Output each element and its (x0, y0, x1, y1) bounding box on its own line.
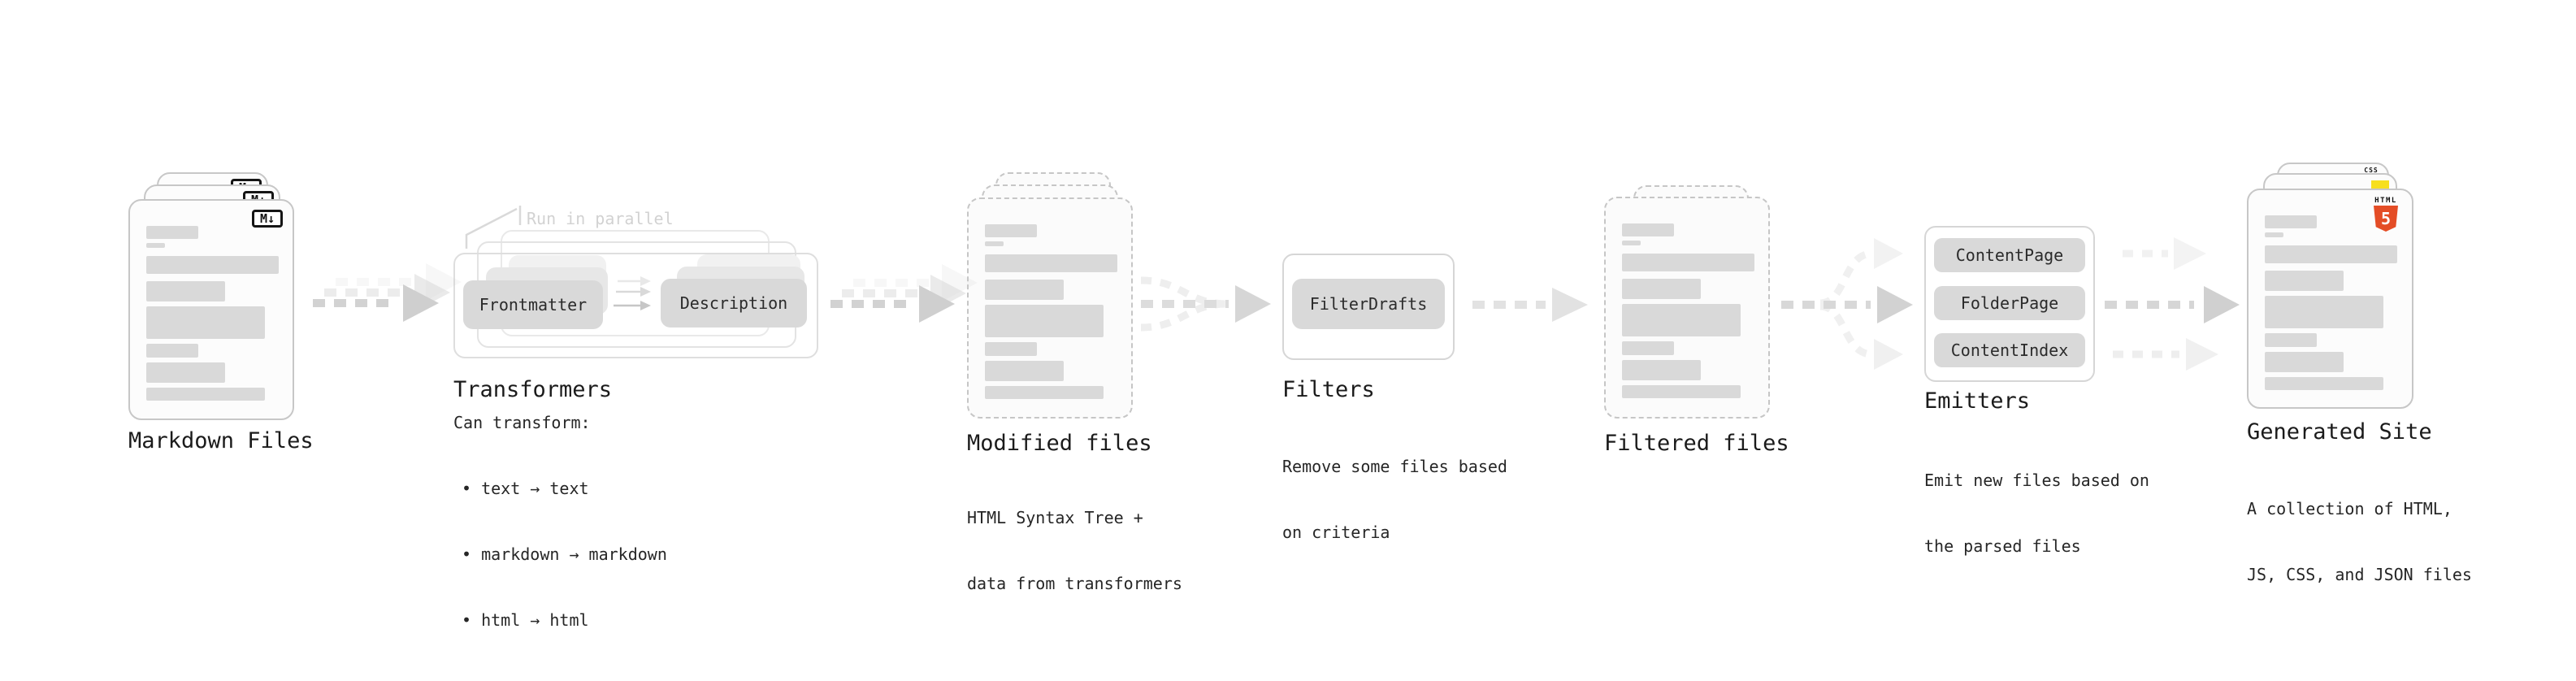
text-placeholder-bar (2265, 333, 2317, 347)
text-placeholder-bar (2265, 352, 2344, 372)
transformers-note: • text → text (462, 479, 589, 498)
text-placeholder-bar (2265, 245, 2397, 263)
transformers-note: • html → html (462, 610, 589, 630)
text-placeholder-bar (146, 243, 165, 248)
css-icon-label: CSS (2364, 167, 2379, 174)
html5-shield: 5 (2374, 206, 2398, 232)
text-placeholder-bar (146, 256, 279, 274)
emitter-contentpage-box: ContentPage (1934, 238, 2085, 272)
document-text-placeholder (1606, 198, 1768, 417)
html5-number: 5 (2380, 209, 2392, 228)
subtitle-line: HTML Syntax Tree + (967, 508, 1143, 527)
filter-filterdrafts-box: FilterDrafts (1292, 279, 1445, 329)
subtitle-line: A collection of HTML, (2247, 499, 2452, 518)
markdown-files-title: Markdown Files (128, 428, 314, 453)
text-placeholder-bar (1622, 385, 1741, 398)
text-placeholder-bar (1622, 241, 1641, 245)
modified-files-title: Modified files (967, 431, 1152, 456)
flow-arrow-modified-to-filters (1140, 276, 1271, 332)
text-placeholder-bar (2265, 215, 2317, 228)
document-text-placeholder (2249, 190, 2412, 407)
text-placeholder-bar (1622, 223, 1674, 236)
text-placeholder-bar (985, 254, 1117, 272)
flow-arrow-filtered-to-emitters (1781, 238, 1913, 370)
markdown-icon: M↓ (252, 210, 283, 228)
transformer-frontmatter-box: Frontmatter (463, 280, 603, 329)
text-placeholder-bar (146, 362, 225, 383)
text-placeholder-bar (146, 344, 198, 358)
emitters-subtitle: Emit new files based on the parsed files (1924, 426, 2149, 601)
filtered-files-title: Filtered files (1604, 431, 1789, 456)
generated-site-title: Generated Site (2247, 419, 2432, 445)
subtitle-line: Remove some files based (1282, 457, 1507, 476)
text-placeholder-bar (146, 281, 225, 301)
text-placeholder-bar (985, 224, 1037, 237)
generated-html-file-card: HTML 5 (2247, 189, 2413, 409)
text-placeholder-bar (1622, 279, 1701, 299)
text-placeholder-bar (985, 361, 1064, 381)
text-placeholder-bar (1622, 341, 1674, 355)
document-text-placeholder (969, 199, 1131, 417)
subtitle-line: the parsed files (1924, 536, 2081, 556)
text-placeholder-bar (985, 342, 1037, 356)
text-placeholder-bar (1622, 360, 1701, 380)
transformer-description-box: Description (661, 279, 807, 327)
text-placeholder-bar (985, 241, 1004, 246)
subtitle-line: Emit new files based on (1924, 471, 2149, 490)
emitter-folderpage-box: FolderPage (1934, 286, 2085, 320)
text-placeholder-bar (985, 280, 1064, 300)
emitter-contentindex-box: ContentIndex (1934, 333, 2085, 367)
filters-subtitle: Remove some files based on criteria (1282, 412, 1507, 588)
text-placeholder-bar (2265, 232, 2283, 237)
modified-files-subtitle: HTML Syntax Tree + data from transformer… (967, 463, 1182, 639)
flow-arrow-markdown-to-transformers (313, 263, 462, 322)
subtitle-line: data from transformers (967, 574, 1182, 593)
js-icon (2371, 180, 2389, 190)
transformer-panel (453, 253, 818, 358)
html5-icon: HTML 5 (2370, 197, 2402, 232)
flow-arrow-emitters-to-generated (2105, 237, 2240, 371)
subtitle-line: JS, CSS, and JSON files (2247, 565, 2472, 584)
text-placeholder-bar (1622, 304, 1741, 336)
text-placeholder-bar (2265, 377, 2383, 390)
generated-site-subtitle: A collection of HTML, JS, CSS, and JSON … (2247, 454, 2472, 630)
flow-arrow-filters-to-filtered (1472, 288, 1588, 322)
text-placeholder-bar (2265, 296, 2383, 328)
modified-file-card (967, 197, 1133, 419)
markdown-file-card: M↓ (128, 199, 294, 420)
document-text-placeholder (130, 201, 293, 419)
flow-arrow-transformers-to-modified (830, 264, 978, 323)
run-in-parallel-label: Run in parallel (527, 209, 674, 228)
filtered-file-card (1604, 197, 1770, 419)
html5-icon-label: HTML (2374, 197, 2397, 205)
text-placeholder-bar (985, 386, 1104, 399)
transformers-note-heading: Can transform: (453, 413, 591, 432)
text-placeholder-bar (146, 226, 198, 239)
filters-title: Filters (1282, 377, 1375, 402)
subtitle-line: on criteria (1282, 523, 1390, 542)
transformers-title: Transformers (453, 377, 613, 402)
text-placeholder-bar (985, 305, 1104, 337)
transformers-note: • markdown → markdown (462, 544, 667, 564)
text-placeholder-bar (146, 306, 265, 339)
text-placeholder-bar (146, 388, 265, 401)
text-placeholder-bar (2265, 271, 2344, 291)
emitters-title: Emitters (1924, 388, 2031, 414)
transformers-notes: • text → text • markdown → markdown • ht… (462, 434, 667, 675)
text-placeholder-bar (1622, 254, 1754, 271)
